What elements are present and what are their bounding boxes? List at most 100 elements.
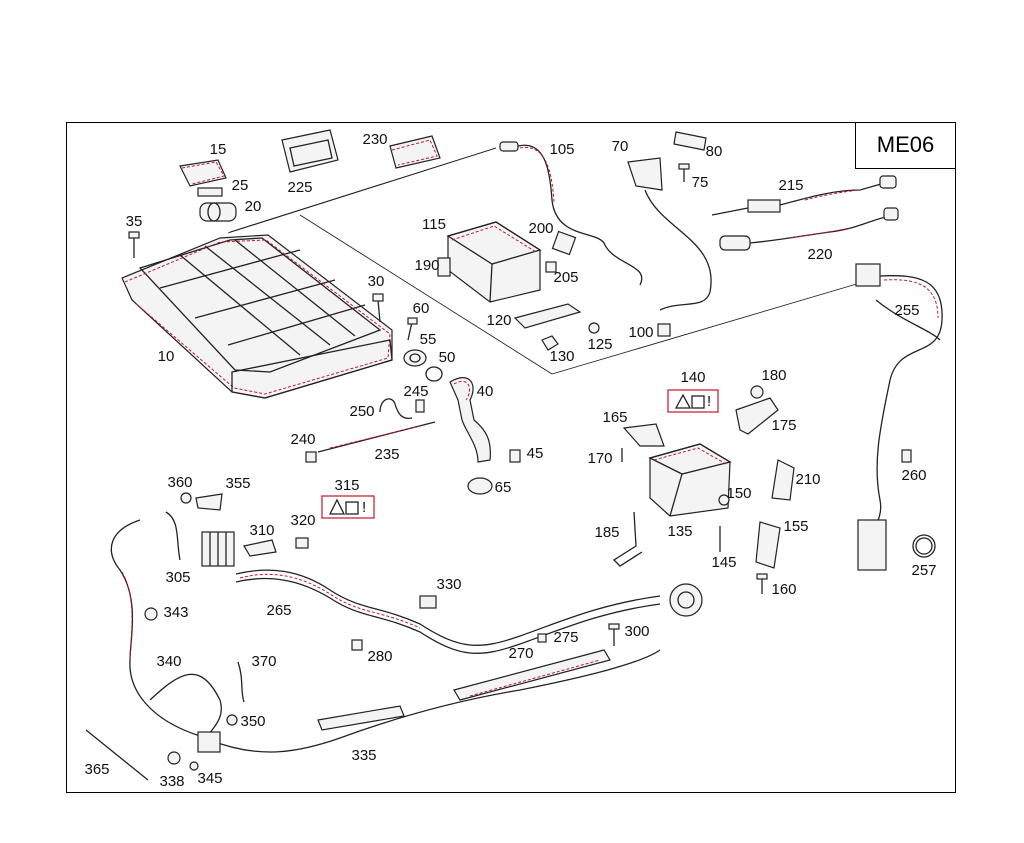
nut-350	[226, 714, 238, 726]
nut-343	[144, 607, 158, 621]
warning-label-140-symbol: !	[707, 393, 711, 410]
clip-80	[673, 131, 707, 151]
nut-130	[541, 335, 559, 351]
group-outline-right	[551, 282, 861, 375]
callout-350: 350	[240, 713, 265, 730]
bolt-240	[305, 451, 317, 463]
callout-145: 145	[711, 554, 736, 571]
bolt-245	[415, 399, 425, 413]
callout-100: 100	[628, 324, 653, 341]
callout-275: 275	[553, 629, 578, 646]
callout-250: 250	[349, 403, 374, 420]
cable-215	[711, 175, 897, 216]
callout-55: 55	[420, 331, 437, 348]
cable-370	[237, 661, 245, 703]
callout-245: 245	[403, 383, 428, 400]
callout-235: 235	[374, 446, 399, 463]
bolt-260	[901, 449, 912, 463]
callout-135: 135	[667, 523, 692, 540]
callout-125: 125	[587, 336, 612, 353]
callout-355: 355	[225, 475, 250, 492]
ground-cable-235	[317, 421, 436, 453]
bracket-185	[612, 511, 643, 567]
callout-140: 140	[680, 369, 705, 386]
callout-365: 365	[84, 761, 109, 778]
callout-70: 70	[612, 138, 629, 155]
connector-100	[657, 323, 671, 337]
bracket-210	[771, 459, 795, 501]
callout-257: 257	[911, 562, 936, 579]
control-unit-115	[446, 221, 542, 303]
callout-255: 255	[894, 302, 919, 319]
callout-300: 300	[624, 623, 649, 640]
callout-160: 160	[771, 581, 796, 598]
ground-cable-250	[379, 398, 413, 420]
bolt-25	[197, 187, 223, 197]
callout-75: 75	[692, 174, 709, 191]
coolant-pipe-40	[449, 377, 491, 463]
cable-305	[165, 511, 181, 561]
callout-80: 80	[706, 143, 723, 160]
callout-338: 338	[159, 773, 184, 790]
bracket-155	[755, 521, 781, 569]
callout-30: 30	[368, 273, 385, 290]
callout-210: 210	[795, 471, 820, 488]
bolt-35	[128, 231, 140, 258]
callout-345: 345	[197, 770, 222, 787]
callout-150: 150	[726, 485, 751, 502]
seal-ring-50	[425, 366, 443, 382]
callout-335: 335	[351, 747, 376, 764]
callout-15: 15	[210, 141, 227, 158]
callout-50: 50	[439, 349, 456, 366]
callout-45: 45	[527, 445, 544, 462]
callout-370: 370	[251, 653, 276, 670]
callout-320: 320	[290, 512, 315, 529]
callout-105: 105	[549, 141, 574, 158]
bolt-338	[167, 751, 181, 765]
callout-270: 270	[508, 645, 533, 662]
callout-60: 60	[413, 300, 430, 317]
callout-130: 130	[549, 348, 574, 365]
warning-label-315-symbol: !	[362, 499, 366, 516]
group-outline-left	[299, 214, 553, 375]
sensor-cable-105	[499, 141, 643, 286]
bolt-30	[372, 293, 384, 323]
warning-label-315: !	[321, 495, 375, 519]
nut-205	[545, 261, 557, 273]
callout-240: 240	[290, 431, 315, 448]
cable-channel-335	[209, 649, 661, 753]
callout-175: 175	[771, 417, 796, 434]
grommet-55	[403, 349, 427, 367]
group-outline-top	[229, 147, 497, 233]
rod-365	[85, 729, 149, 781]
bracket-120	[513, 303, 582, 329]
callout-305: 305	[165, 569, 190, 586]
nut-150	[718, 494, 730, 506]
callout-115: 115	[422, 216, 446, 233]
bolt-160	[756, 573, 768, 594]
seal-ring-257	[912, 534, 936, 558]
wiring-harness-255	[855, 263, 943, 571]
callout-65: 65	[495, 479, 512, 496]
callout-185: 185	[594, 524, 619, 541]
diagram-code-box: ME06	[855, 122, 956, 169]
callout-280: 280	[367, 648, 392, 665]
power-electronics-135	[648, 443, 732, 517]
callout-340: 340	[156, 653, 181, 670]
callout-260: 260	[901, 467, 926, 484]
callout-220: 220	[807, 246, 832, 263]
diagram-code: ME06	[876, 132, 935, 157]
callout-315: 315	[334, 477, 359, 494]
bolt-300	[608, 623, 620, 646]
plug-200	[551, 230, 577, 256]
nut-345	[189, 761, 199, 771]
hv-battery-tray	[121, 234, 393, 399]
bushing-20	[199, 202, 237, 222]
screw-125	[588, 322, 600, 334]
clip-280	[351, 639, 363, 651]
screw-180	[750, 385, 764, 399]
bracket-165	[622, 423, 665, 447]
callout-180: 180	[761, 367, 786, 384]
